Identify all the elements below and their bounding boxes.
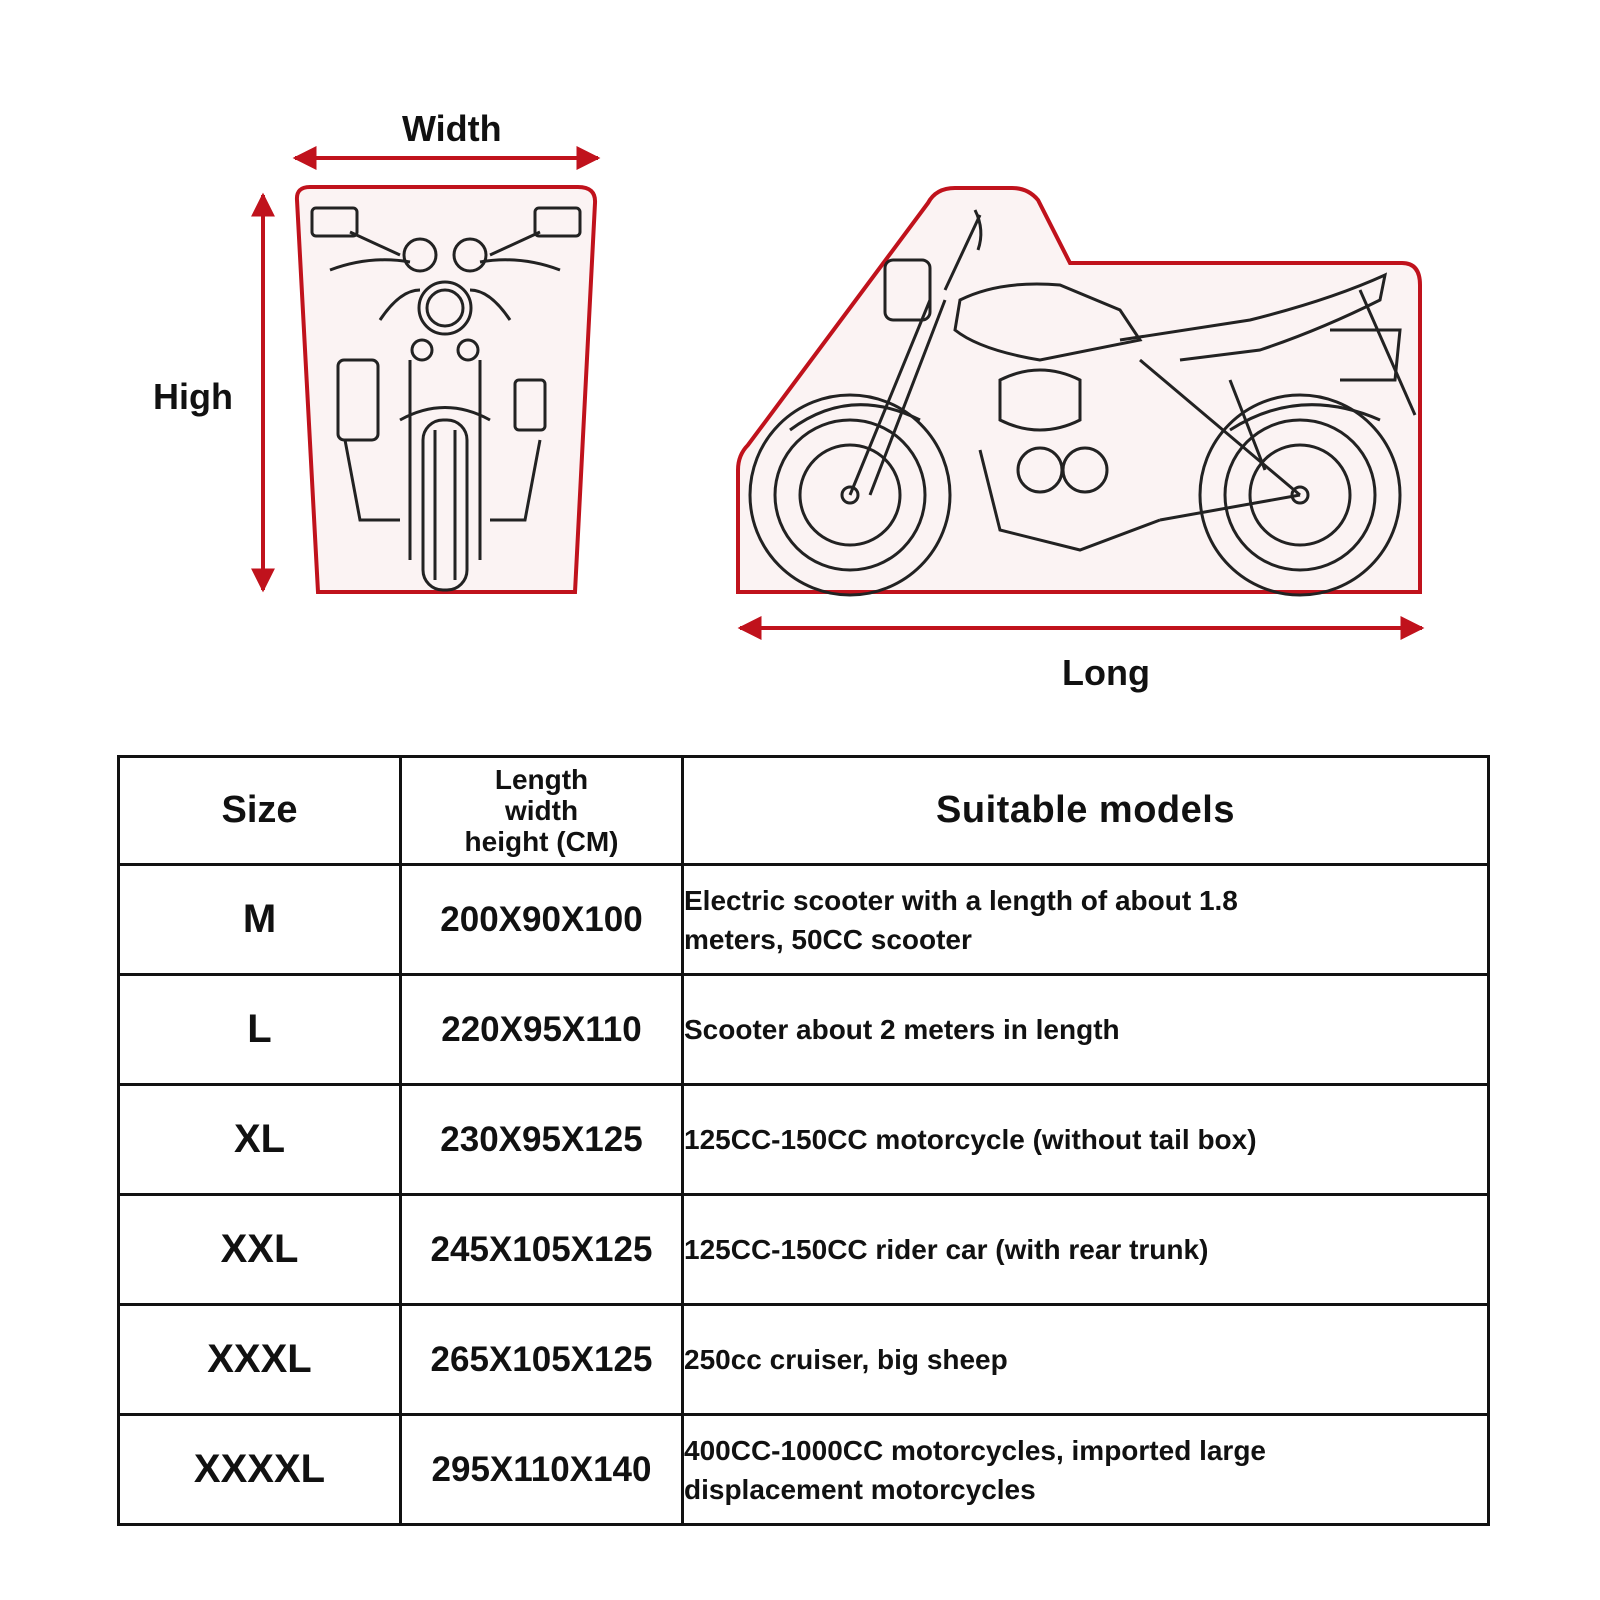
dimensions-cell: 200X90X100 (399, 863, 684, 976)
models-line2: displacement motorcycles (684, 1473, 1036, 1505)
dimensions-cell: 245X105X125 (399, 1193, 684, 1306)
models-cell: Electric scooter with a length of about … (681, 863, 1490, 976)
table-row: L 220X95X110 Scooter about 2 meters in l… (117, 973, 1490, 1086)
header-dims-line2: width (504, 795, 579, 826)
motorcycle-cover-diagram (251, 146, 1425, 640)
models-line1: 125CC-150CC motorcycle (without tail box… (684, 1124, 1257, 1155)
models-line1: 250cc cruiser, big sheep (684, 1344, 1008, 1375)
table-row: XL 230X95X125 125CC-150CC motorcycle (wi… (117, 1083, 1490, 1196)
table-header-row: Size Length width height (CM) Suitable m… (117, 755, 1490, 866)
dimensions-cell: 295X110X140 (399, 1413, 684, 1526)
header-models: Suitable models (681, 755, 1490, 866)
models-cell: 125CC-150CC motorcycle (without tail box… (681, 1083, 1490, 1196)
size-cell: XXXXL (117, 1413, 402, 1526)
motorcycle-side-icon (748, 209, 1417, 597)
table-row: XXL 245X105X125 125CC-150CC rider car (w… (117, 1193, 1490, 1306)
models-line1: Scooter about 2 meters in length (684, 1014, 1120, 1045)
dimensions-cell: 265X105X125 (399, 1303, 684, 1416)
size-cell: XXXL (117, 1303, 402, 1416)
table-row: XXXL 265X105X125 250cc cruiser, big shee… (117, 1303, 1490, 1416)
header-size: Size (117, 755, 402, 866)
table-row: XXXXL 295X110X140 400CC-1000CC motorcycl… (117, 1413, 1490, 1526)
models-line1: 125CC-150CC rider car (with rear trunk) (684, 1234, 1209, 1265)
table-row: M 200X90X100 Electric scooter with a len… (117, 863, 1490, 976)
width-label: Width (402, 108, 502, 149)
models-cell: Scooter about 2 meters in length (681, 973, 1490, 1086)
header-dimensions: Length width height (CM) (399, 755, 684, 866)
high-label: High (153, 376, 233, 417)
models-line2: meters, 50CC scooter (684, 923, 972, 955)
models-cell: 250cc cruiser, big sheep (681, 1303, 1490, 1416)
size-cell: M (117, 863, 402, 976)
long-label: Long (1062, 652, 1150, 693)
dimensions-cell: 230X95X125 (399, 1083, 684, 1196)
header-dims-line1: Length (494, 764, 589, 795)
dimensions-cell: 220X95X110 (399, 973, 684, 1086)
size-cell: XXL (117, 1193, 402, 1306)
motorcycle-front-icon (310, 206, 582, 592)
models-cell: 400CC-1000CC motorcycles, imported large… (681, 1413, 1490, 1526)
front-cover-outline (294, 185, 598, 594)
size-cell: XL (117, 1083, 402, 1196)
models-line1: 400CC-1000CC motorcycles, imported large (684, 1434, 1266, 1466)
header-dims-line3: height (CM) (464, 826, 619, 857)
models-line1: Electric scooter with a length of about … (684, 884, 1238, 916)
models-cell: 125CC-150CC rider car (with rear trunk) (681, 1193, 1490, 1306)
size-cell: L (117, 973, 402, 1086)
size-chart-table: Size Length width height (CM) Suitable m… (117, 755, 1490, 1526)
